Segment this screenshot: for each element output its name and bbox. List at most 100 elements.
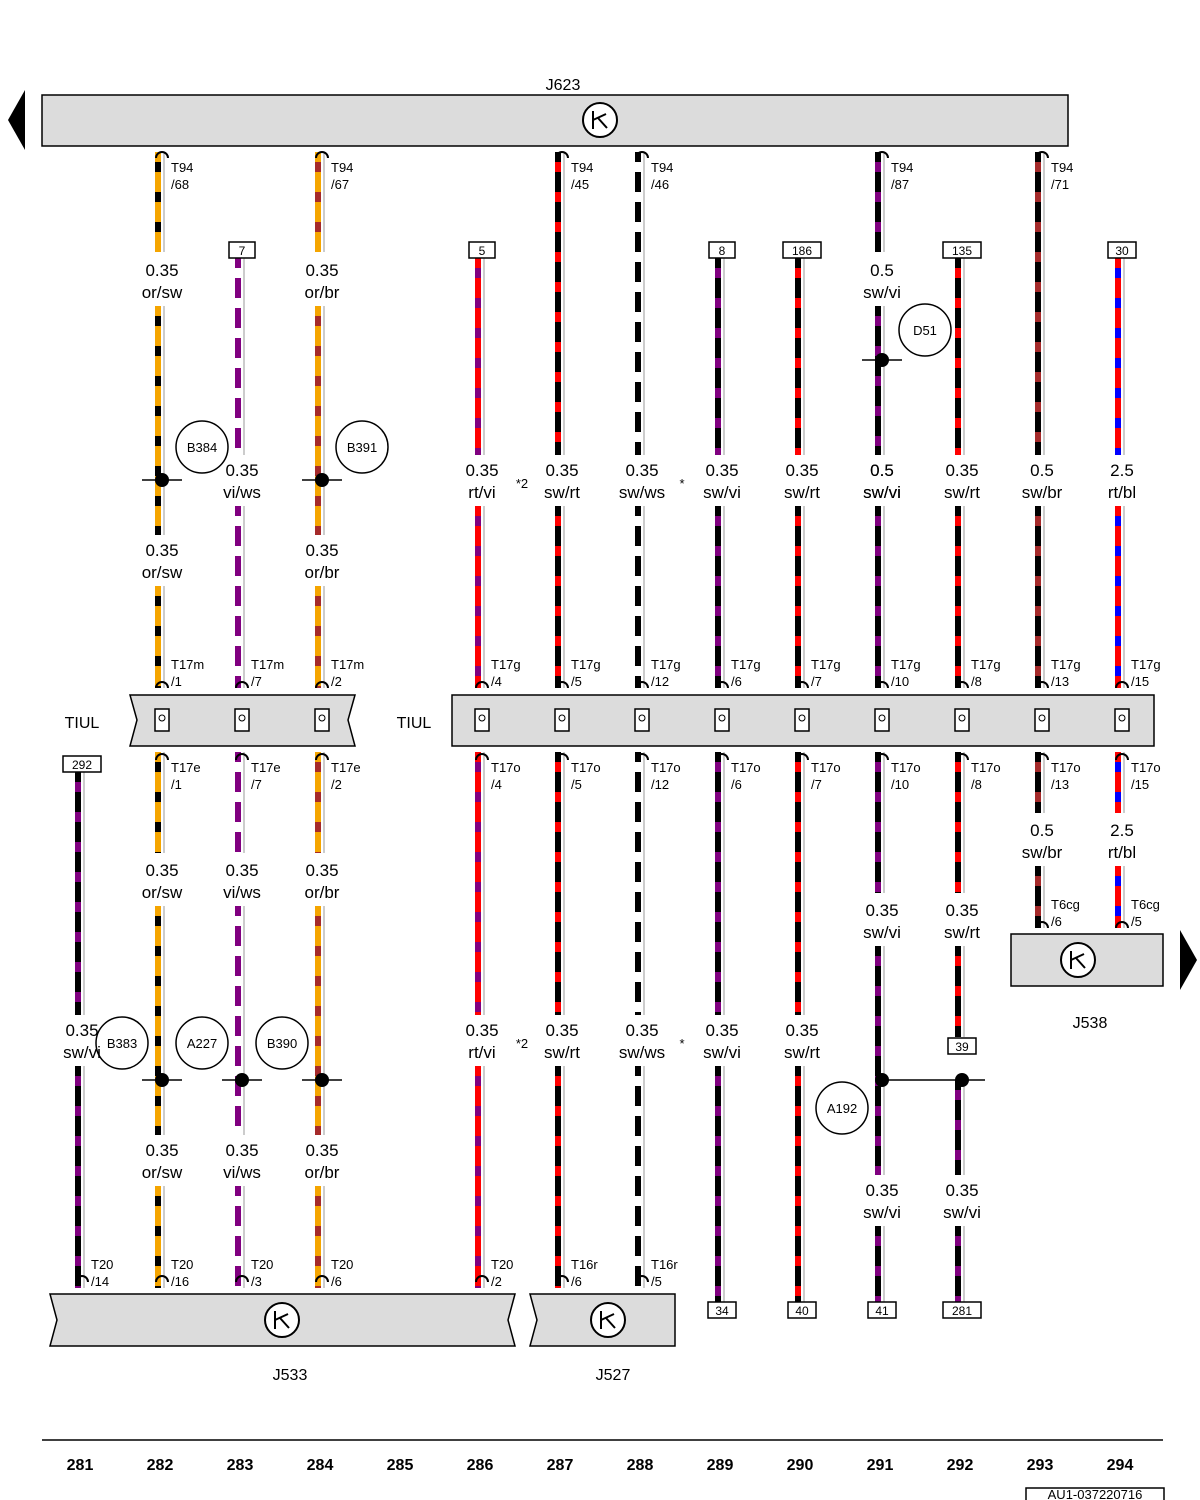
- j533-label: J533: [273, 1367, 308, 1384]
- wire-vi-ws: [235, 906, 248, 1135]
- pin-label-bottom: T6cg/6: [1051, 897, 1080, 929]
- pin-label-bottom: T16r/5: [651, 1257, 678, 1289]
- pin-label-tiul-top: T17g/13: [1051, 657, 1081, 689]
- wire-vi-ws: [235, 506, 248, 688]
- pin-label-tiul-top: T17m/7: [251, 657, 284, 689]
- pin-hook: [315, 1275, 329, 1283]
- ref-box-label: 5: [479, 244, 486, 258]
- component-circle-label: A227: [187, 1036, 217, 1051]
- ref-box-label: 41: [875, 1304, 889, 1318]
- pin-label-top: T94/46: [651, 160, 673, 192]
- pin-hook: [715, 681, 729, 689]
- wire-sw-vi: [875, 306, 888, 455]
- pin-hook: [235, 753, 249, 761]
- pin-hook: [1035, 921, 1049, 929]
- splice-dot: [875, 353, 889, 367]
- wire-sw-rt: [955, 946, 968, 1037]
- connector-icon: [954, 708, 970, 732]
- wire-sw-ws: [635, 1066, 648, 1288]
- wire-sw-vi: [875, 506, 888, 688]
- wire-sw-rt: [555, 1066, 568, 1288]
- pin-hook: [235, 681, 249, 689]
- ref-box-label: 281: [952, 1304, 972, 1318]
- ref-box-label: 292: [72, 758, 92, 772]
- column-number: 293: [1027, 1457, 1054, 1474]
- wire-sw-rt: [555, 752, 568, 1015]
- component-circle: [175, 1016, 229, 1070]
- pin-label-tiul-bottom: T17o/4: [491, 760, 521, 792]
- wire-or-br: [315, 752, 328, 853]
- pin-hook: [315, 753, 329, 761]
- splice-dot: [315, 473, 329, 487]
- pin-hook: [795, 681, 809, 689]
- ref-box: [867, 1301, 897, 1319]
- wire-sw-vi: [75, 1066, 88, 1288]
- pin-hook: [555, 753, 569, 761]
- pin-hook: [475, 753, 489, 761]
- ref-box: [782, 241, 822, 259]
- pin-hook: [955, 681, 969, 689]
- pin-label-bottom: T6cg/5: [1131, 897, 1160, 929]
- column-number: 286: [467, 1457, 494, 1474]
- wire-vi-ws: [235, 258, 248, 455]
- pin-hook: [155, 753, 169, 761]
- wire-sw-ws: [635, 506, 648, 688]
- wire-sw-vi: [955, 1226, 968, 1302]
- ref-box-label: 186: [792, 244, 812, 258]
- wire-sw-vi: [875, 152, 888, 252]
- ref-box: [787, 1301, 817, 1319]
- ref-box-label: 39: [955, 1040, 969, 1054]
- pin-label-bottom: T20/6: [331, 1257, 353, 1289]
- note-marker: *: [679, 476, 684, 491]
- doc-ref-box: [1025, 1487, 1165, 1500]
- pin-label-tiul-bottom: T17o/10: [891, 760, 921, 792]
- pin-label-bottom: T20/2: [491, 1257, 513, 1289]
- pin-hook: [635, 681, 649, 689]
- wire-sw-br: [1035, 152, 1048, 455]
- column-number: 282: [147, 1457, 174, 1474]
- pin-hook: [1115, 921, 1129, 929]
- connector-icon: [1114, 708, 1130, 732]
- column-number: 288: [627, 1457, 654, 1474]
- wire-or-br: [315, 586, 328, 688]
- wire-sw-rt: [795, 752, 808, 1015]
- wire-vi-ws: [235, 752, 248, 853]
- wire-sw-vi: [875, 1226, 888, 1302]
- pin-label-tiul-top: T17g/4: [491, 657, 521, 689]
- ref-box-label: 40: [795, 1304, 809, 1318]
- pin-hook: [1115, 681, 1129, 689]
- column-number: 281: [67, 1457, 94, 1474]
- column-number: 290: [787, 1457, 814, 1474]
- pin-label-top: T94/68: [171, 160, 193, 192]
- splice-dot: [875, 1073, 889, 1087]
- wire-sw-rt: [955, 752, 968, 893]
- wire-rt-bl: [1115, 866, 1128, 928]
- wire-sw-vi: [955, 1080, 968, 1175]
- pin-hook: [555, 1275, 569, 1283]
- note-marker: *2: [516, 476, 528, 491]
- wire-sw-vi: [75, 772, 88, 1015]
- ref-box: [942, 1301, 982, 1319]
- component-circle-label: D51: [913, 323, 937, 338]
- component-circle: [175, 420, 229, 474]
- pin-label-tiul-top: T17g/5: [571, 657, 601, 689]
- ref-box: [62, 755, 102, 773]
- ref-box: [942, 241, 982, 259]
- component-circle: [898, 303, 952, 357]
- pin-label-tiul-top: T17g/15: [1131, 657, 1161, 689]
- pin-hook: [955, 753, 969, 761]
- pin-hook: [1035, 753, 1049, 761]
- pin-label-bottom: T16r/6: [571, 1257, 598, 1289]
